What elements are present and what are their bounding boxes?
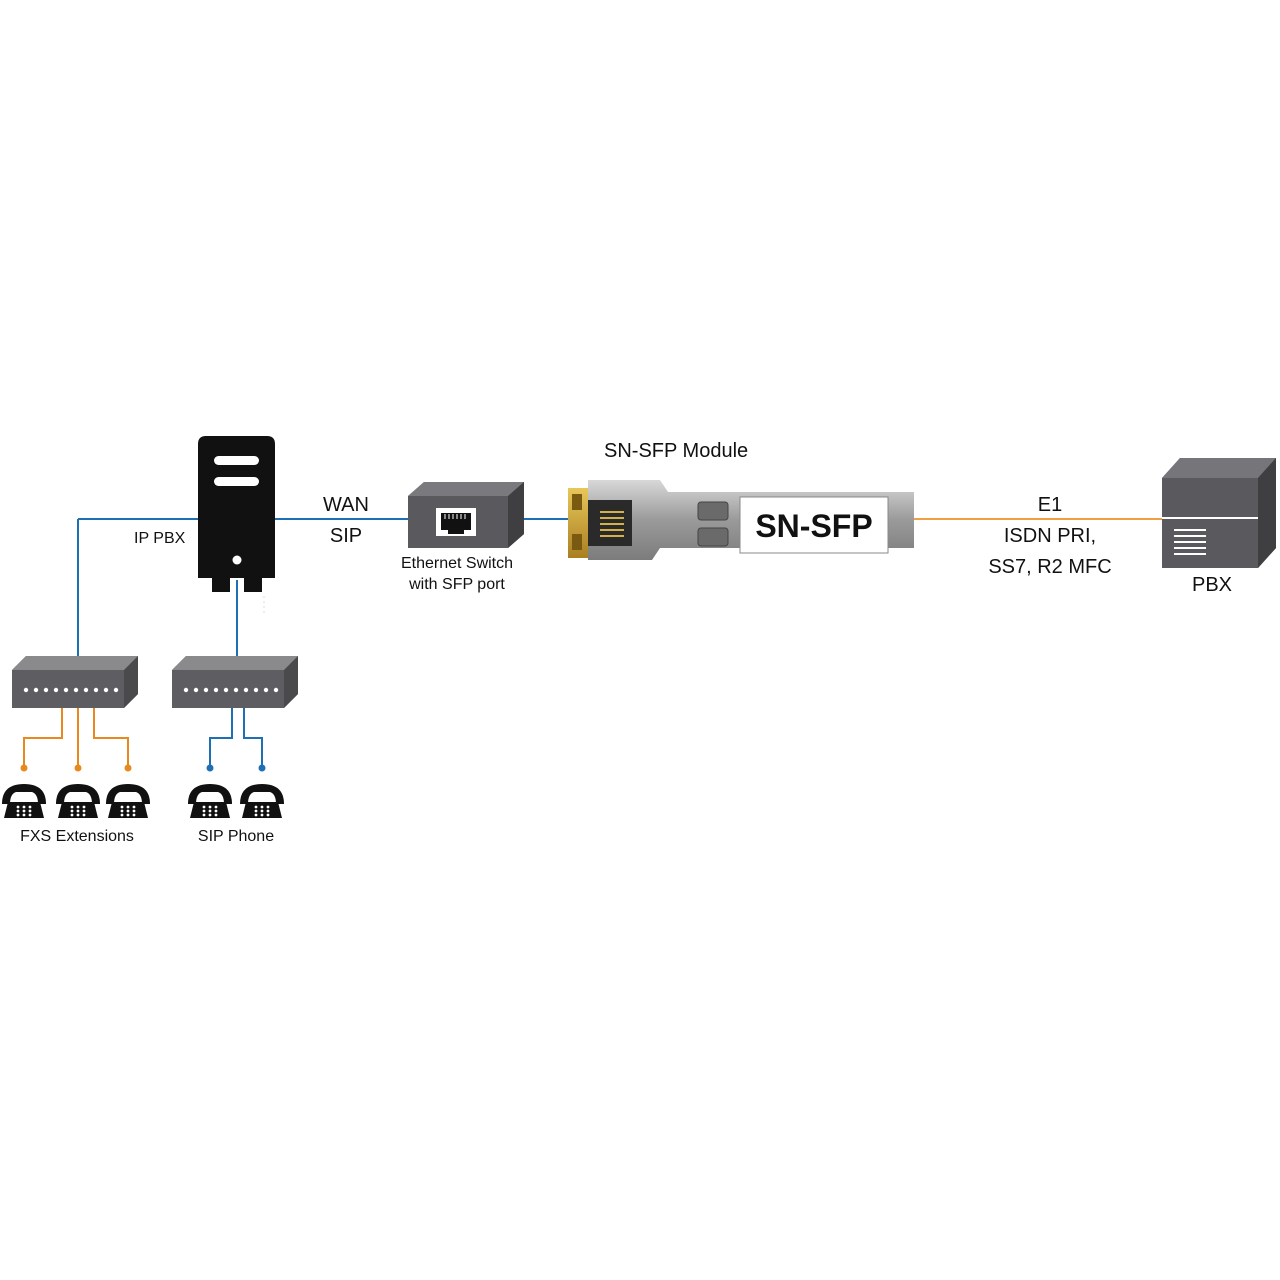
telephone-icon (188, 784, 232, 818)
fxs-links (23, 706, 129, 768)
wan-label: WAN (323, 494, 369, 516)
sfp-module-label: SN-SFP (755, 508, 873, 544)
telephone-icon (240, 784, 284, 818)
sip-label: SIP (329, 525, 363, 547)
ethernet-links (77, 518, 572, 768)
module-title: SN-SFP Module (604, 440, 749, 462)
telephone-icon (2, 784, 46, 818)
hub-icon (172, 656, 298, 708)
pbx-label: PBX (1191, 574, 1233, 596)
isdn-label: ISDN PRI, (1003, 525, 1097, 547)
ethernet-switch-icon (408, 482, 524, 548)
telephone-icon (56, 784, 100, 818)
ss7-label: SS7, R2 MFC (988, 556, 1112, 578)
hub-icon (12, 656, 138, 708)
fxs-extensions-label: FXS Extensions (20, 828, 134, 845)
switch-label-line1: Ethernet Switch (400, 555, 514, 572)
server-icon (198, 436, 275, 616)
e1-label: E1 (1037, 494, 1063, 516)
telephone-icon (106, 784, 150, 818)
pbx-box-icon (1162, 458, 1276, 568)
ip-pbx-label: IP PBX (134, 530, 186, 547)
sip-phone-label: SIP Phone (197, 828, 275, 845)
switch-label-line2: with SFP port (409, 576, 505, 593)
sfp-module-icon (568, 480, 914, 560)
rj45-port-icon (436, 508, 476, 536)
